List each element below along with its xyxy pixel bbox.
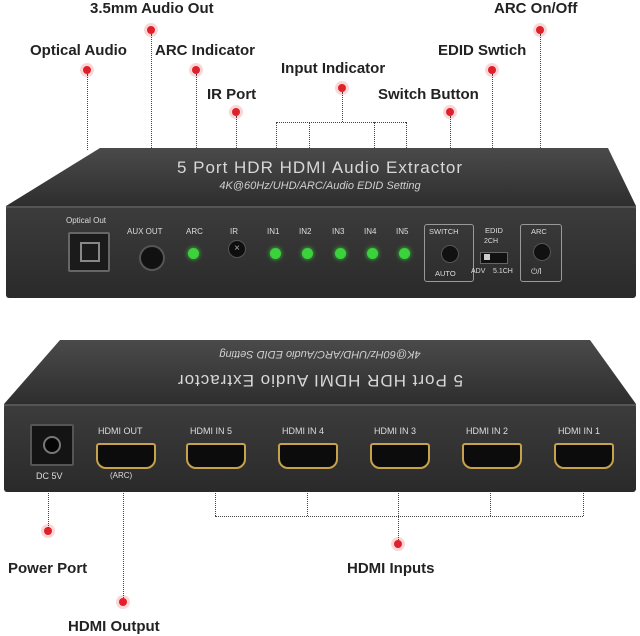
in2-label: IN2 [299,227,312,236]
ir-port-dot [232,108,240,116]
switch-button-dot [446,108,454,116]
aux-out-label: AUX OUT [127,227,163,236]
switch-box: SWITCH AUTO [424,224,474,282]
in1-label: IN1 [267,227,280,236]
arc-button-box: ARC ⏻/I [520,224,562,282]
back-title: 5 Port HDR HDMI Audio Extractor [176,371,464,390]
edid-adv-label: ADV [471,268,486,275]
power-symbol-icon: ⏻/I [531,267,542,276]
switch-button[interactable] [441,245,459,263]
edid-label: EDID [485,226,503,235]
audio-out-callout: 3.5mm Audio Out [90,0,214,17]
optical-out-label: Optical Out [66,216,107,225]
ir-sensor: × [228,240,246,258]
auto-label: AUTO [435,269,456,278]
input-indicator-dot [338,84,346,92]
optical-audio-dot [83,66,91,74]
hdmi-out-label: HDMI OUT [98,426,143,436]
hdmi-output-callout: HDMI Output [68,618,160,635]
edid-switch-callout: EDID Swtich [438,42,527,59]
in5-label: IN5 [396,227,409,236]
arc-onoff-callout: ARC On/Off [494,0,578,17]
in3-led [335,248,346,259]
arc-onoff-button[interactable] [533,243,551,261]
power-port-callout: Power Port [8,560,88,577]
hdmi-inputs-dot [394,540,402,548]
arc-indicator-dot [192,66,200,74]
arc-indicator-label: ARC [186,227,203,236]
hdmi-in2-label: HDMI IN 2 [466,426,509,436]
arc-button-label: ARC [531,227,547,236]
front-subtitle: 4K@60Hz/UHD/ARC/Audio EDID Setting [219,180,421,192]
in4-led [367,248,378,259]
arc-sub-label: (ARC) [110,471,133,480]
optical-out-port [68,232,110,272]
front-title: 5 Port HDR HDMI Audio Extractor [176,158,464,177]
in2-led [302,248,313,259]
in4-label: IN4 [364,227,377,236]
switch-button-callout: Switch Button [378,86,479,103]
dc-power-jack [30,424,74,466]
power-port-dot [44,527,52,535]
arc-onoff-dot [536,26,544,34]
hdmi-in5-label: HDMI IN 5 [190,426,233,436]
ir-label: IR [230,227,238,236]
hdmi-out-port [96,443,156,469]
in1-led [270,248,281,259]
hdmi-in3-label: HDMI IN 3 [374,426,417,436]
in3-label: IN3 [332,227,345,236]
hdmi-in2-port [462,443,522,469]
input-indicator-callout: Input Indicator [281,60,386,77]
optical-audio-callout: Optical Audio [30,42,127,59]
audio-out-dot [147,26,155,34]
dc-5v-label: DC 5V [36,471,63,481]
back-subtitle: 4K@60Hz/UHD/ARC/Audio EDID Setting [219,348,421,360]
switch-label: SWITCH [429,227,459,236]
hdmi-in1-label: HDMI IN 1 [558,426,601,436]
hdmi-in3-port [370,443,430,469]
hdmi-output-dot [119,598,127,606]
in5-led [399,248,410,259]
aux-out-jack [139,245,165,271]
edid-switch-dot [488,66,496,74]
ir-port-callout: IR Port [207,86,257,103]
arc-led [188,248,199,259]
arc-indicator-callout: ARC Indicator [155,42,256,59]
edid-2ch-label: 2CH [484,238,499,245]
hdmi-in4-label: HDMI IN 4 [282,426,325,436]
hdmi-in4-port [278,443,338,469]
edid-switch[interactable] [480,252,508,264]
edid-51-label: 5.1CH [493,268,513,275]
hdmi-in5-port [186,443,246,469]
hdmi-inputs-callout: HDMI Inputs [347,560,435,577]
input-indicator-row: IN1 IN2 IN3 IN4 IN5 [262,227,422,267]
hdmi-in1-port [554,443,614,469]
